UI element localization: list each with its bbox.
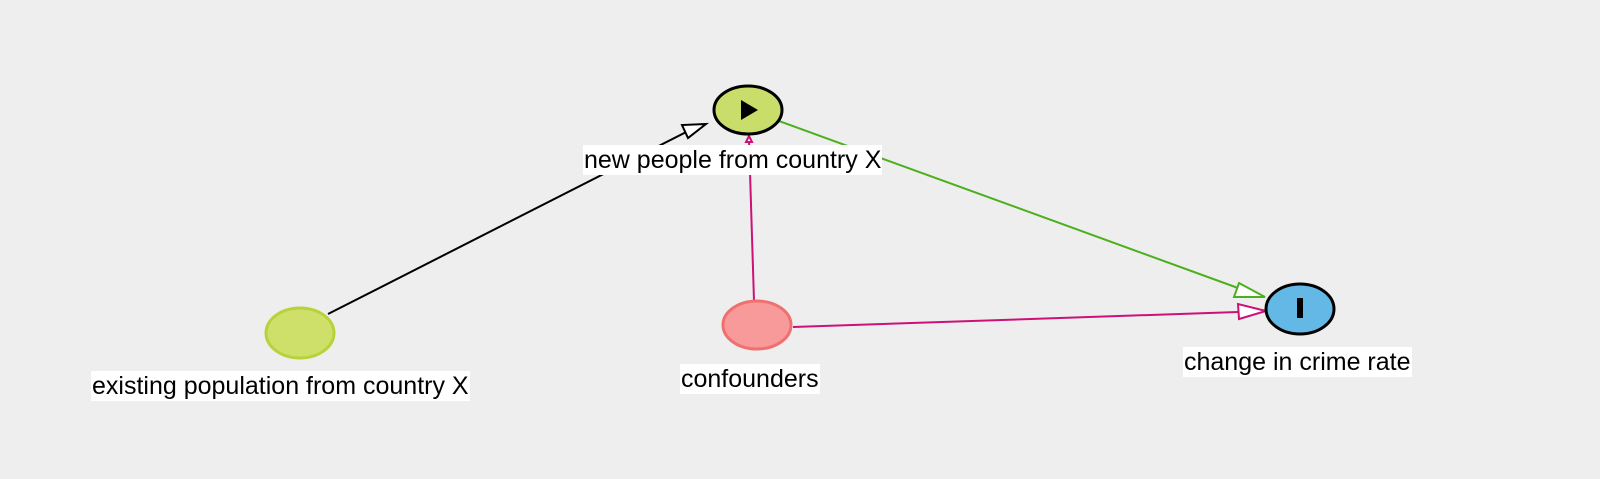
arrowhead-new-people-to-crime-rate: [1232, 281, 1266, 298]
node-existing-population[interactable]: [264, 306, 336, 360]
arrowhead-confounders-to-new-people: [744, 133, 754, 143]
outcome-bar-icon: [1297, 298, 1303, 318]
label-existing-population: existing population from country X: [91, 371, 470, 401]
play-icon: [741, 100, 758, 120]
edge-confounders-to-crime-rate[interactable]: [792, 311, 1239, 328]
label-new-people: new people from country X: [583, 145, 883, 175]
label-crime-rate: change in crime rate: [1183, 347, 1412, 377]
node-confounders[interactable]: [721, 299, 793, 351]
label-confounders: confounders: [680, 364, 820, 394]
arrowhead-confounders-to-crime-rate: [1236, 302, 1270, 321]
edge-new-people-to-crime-rate[interactable]: [767, 116, 1239, 289]
arrowhead-existing-to-new-people: [680, 122, 710, 140]
